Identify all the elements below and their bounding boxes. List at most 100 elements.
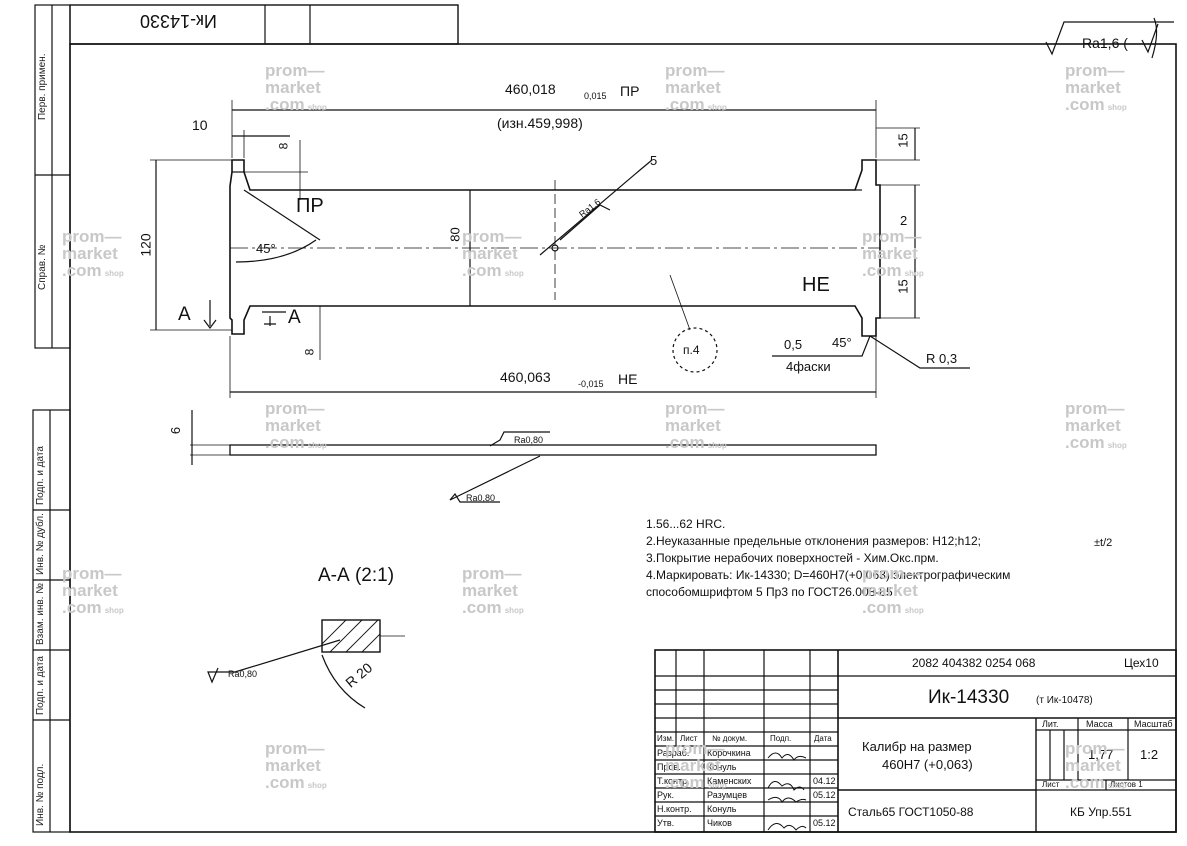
material: Сталь65 ГОСТ1050-88: [848, 805, 974, 819]
gauge-outline: [229, 159, 881, 337]
strip-label-replace: Взам. инв. №: [35, 583, 46, 645]
dim-top-tol: 0,015: [584, 91, 607, 101]
note-4: 4.Маркировать: Ик-14330; D=460H7(+0,063)…: [646, 568, 1011, 582]
scale-value: 1:2: [1140, 747, 1159, 762]
mass-value: 1,77: [1088, 747, 1114, 762]
col-scale: Масштаб: [1134, 719, 1173, 729]
col-mass: Масса: [1086, 719, 1113, 729]
strip-label-ref: Справ. №: [37, 244, 48, 290]
dim-top-worn: (изн.459,998): [497, 115, 583, 131]
name-norm-control: Конуль: [707, 804, 737, 814]
note-2: 2.Неуказанные предельные отклонения разм…: [646, 534, 981, 548]
note-5: способомшрифтом 5 Пр3 по ГОСТ26.008-85: [646, 585, 893, 599]
name-head: Разумцев: [707, 790, 748, 800]
ra-edge-bottom-leader: [449, 455, 541, 503]
strip-label-sign-date: Подп. и дата: [35, 446, 46, 505]
sheets-label: Листов 1: [1110, 780, 1143, 789]
radius-03: R 0,3: [926, 351, 958, 366]
radius-arc: [321, 654, 366, 709]
section-title: А-А (2:1): [318, 565, 395, 586]
roughness-symbol-small: [1141, 23, 1159, 54]
dim-bottom-mark: НЕ: [618, 371, 638, 387]
label-ne: НЕ: [802, 274, 830, 296]
part-name-1: Калибр на размер: [862, 739, 972, 754]
center-mark: [551, 244, 559, 252]
date-tech-control: 04.12: [813, 776, 836, 786]
date-approved: 05.12: [813, 818, 836, 828]
section-mark-a-left: А: [178, 304, 191, 325]
dim-80-label: 80: [447, 227, 463, 242]
dim-8-bottom-label: 8: [302, 348, 317, 356]
rev-hdr-sign: Подп.: [770, 734, 792, 743]
ra-section-leader: [207, 639, 341, 684]
role-head: Рук.: [657, 790, 674, 800]
dim-15-top-label: 15: [895, 133, 911, 148]
leader-5: [539, 159, 653, 256]
left-strip-bottom: [32, 409, 71, 833]
chamfer-count: 4фаски: [786, 359, 831, 374]
section-mark-a-right: А: [288, 307, 301, 328]
name-developer: Корочкина: [707, 748, 751, 758]
note-ref-p4: п.4: [683, 343, 700, 357]
col-lit: Лит.: [1042, 719, 1059, 729]
rev-hdr-sheet: Лист: [680, 734, 698, 743]
rotated-stamp-box: [69, 4, 459, 45]
note-circle: [672, 327, 718, 373]
name-tech-control: Каменских: [707, 776, 752, 786]
name-approved: Чиков: [707, 818, 732, 828]
section-arrow-right: [262, 311, 286, 326]
section-arrow-left: [203, 300, 217, 329]
part-name-2: 460H7 (+0,063): [882, 757, 973, 772]
leader-chamfer: [772, 335, 871, 357]
general-roughness: Ra1,6 (: [1082, 35, 1128, 51]
ra-edge-top: Ra0,80: [514, 435, 544, 445]
label-pr: ПР: [296, 195, 324, 217]
dim-top-mark: ПР: [620, 83, 640, 99]
shop-number: Цех10: [1124, 656, 1159, 670]
dim-10: 10: [192, 117, 208, 133]
doc-code: 2082 404382 0254 068: [912, 656, 1036, 670]
rev-hdr-change: Изм.: [657, 734, 675, 743]
dim-2-label: 2: [900, 213, 908, 228]
designation-note: (т Ик-10478): [1036, 695, 1093, 706]
signatures: [767, 752, 807, 831]
chamfer-angle: 45°: [832, 335, 852, 350]
rev-hdr-doc: № докум.: [712, 734, 748, 743]
note-1: 1.56...62 HRC.: [646, 517, 726, 531]
strip-label-first-use: Перв. примен.: [37, 53, 48, 120]
strip-label-dup: Инв. № дубл.: [35, 513, 46, 575]
chamfer-dim: 0,5: [784, 337, 803, 352]
angle-arc: [235, 239, 317, 263]
role-developer: Разраб.: [657, 748, 690, 758]
note-2-suffix: ±t/2: [1094, 537, 1113, 549]
leader-p4: [669, 274, 691, 331]
dim-top-nominal: 460,018: [505, 81, 556, 97]
strip-label-sign-date-2: Подп. и дата: [35, 656, 46, 715]
role-norm-control: Н.контр.: [657, 804, 692, 814]
side-view-plate: [229, 444, 877, 456]
section-hatch: [321, 619, 381, 653]
rev-hdr-date: Дата: [814, 734, 832, 743]
role-approved: Утв.: [657, 818, 675, 828]
sheet-label: Лист: [1042, 780, 1060, 789]
role-tech-control: Т.контр.: [657, 776, 690, 786]
organization: КБ Упр.551: [1070, 805, 1132, 819]
name-checker: Конуль: [707, 762, 737, 772]
roughness-paren: [1151, 17, 1158, 59]
leader-radius: [869, 335, 970, 369]
date-head: 05.12: [813, 790, 836, 800]
dim-120-label: 120: [137, 233, 154, 257]
